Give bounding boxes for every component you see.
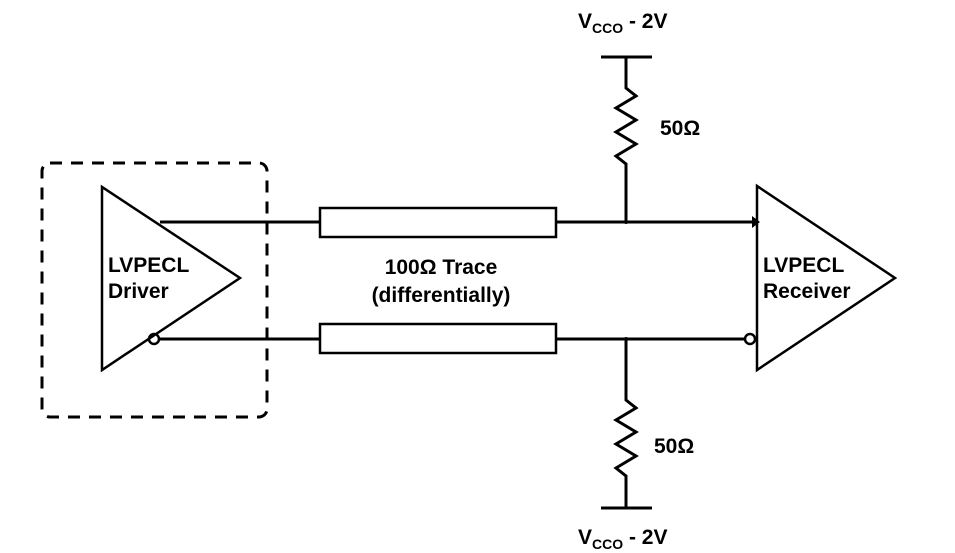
receiver-triangle — [755, 183, 898, 373]
bottom-trace — [318, 322, 558, 355]
bottom-supply-suffix: - 2V — [623, 526, 667, 549]
trace-label-line2: (differentially) — [372, 284, 511, 307]
top-resistor — [613, 57, 639, 222]
top-supply-subscript: CCO — [592, 20, 623, 36]
top-supply-label: VCCO - 2V — [578, 10, 668, 36]
top-junction — [624, 220, 628, 224]
driver-triangle — [100, 184, 243, 373]
driver-enclosure — [40, 161, 269, 419]
bottom-supply-label: VCCO - 2V — [578, 526, 668, 552]
bottom-supply-subscript: CCO — [592, 536, 623, 552]
bottom-junction — [624, 337, 628, 341]
top-supply-main: V — [578, 10, 592, 33]
bottom-resistor-value: 50Ω — [654, 435, 694, 458]
top-trace — [318, 206, 558, 239]
receiver-label-line2: Receiver — [763, 280, 851, 303]
driver-label-line1: LVPECL — [108, 254, 189, 277]
trace-label-line1: 100Ω Trace — [385, 256, 498, 279]
bottom-resistor — [613, 339, 639, 508]
bottom-supply-main: V — [578, 526, 592, 549]
top-resistor-value: 50Ω — [660, 117, 700, 140]
receiver-inverting-bubble — [743, 332, 757, 346]
driver-label-line2: Driver — [108, 280, 169, 303]
top-supply-suffix: - 2V — [623, 10, 667, 33]
receiver-label-line1: LVPECL — [763, 254, 844, 277]
